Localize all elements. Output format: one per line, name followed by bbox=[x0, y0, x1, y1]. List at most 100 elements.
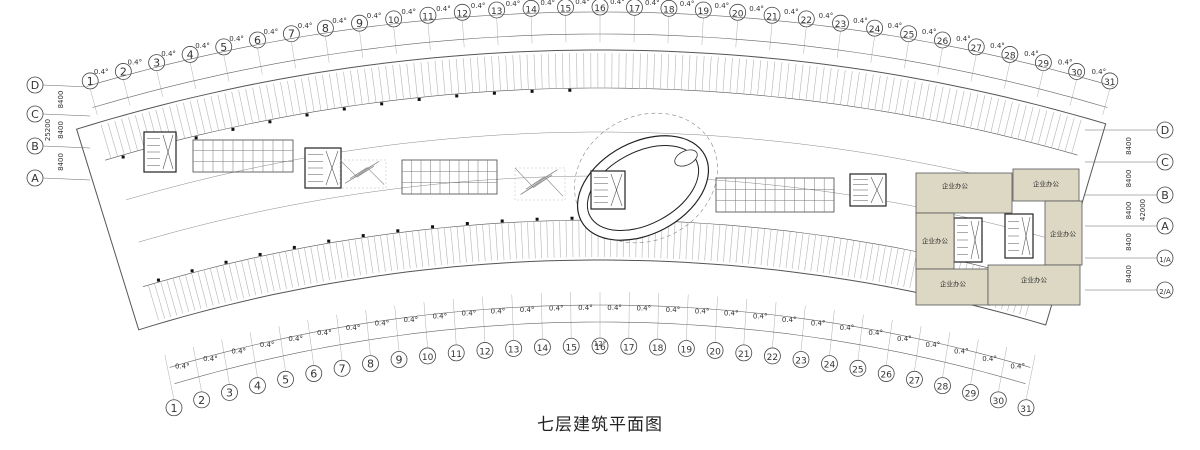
column bbox=[190, 269, 194, 273]
axis-line bbox=[42, 84, 91, 88]
column bbox=[500, 219, 504, 223]
stall-line bbox=[685, 222, 689, 260]
stall-line bbox=[673, 221, 676, 259]
void-line bbox=[520, 181, 540, 195]
stall-line bbox=[385, 66, 391, 101]
grid-marker-bottom: 2 bbox=[192, 346, 211, 409]
elevator-x bbox=[970, 220, 980, 260]
stall-line bbox=[812, 66, 818, 102]
stall-line bbox=[329, 73, 336, 109]
stall-line bbox=[431, 228, 436, 266]
grid-marker-bottom: 8 bbox=[362, 310, 379, 373]
grid-leader bbox=[714, 296, 718, 343]
grid-marker-bottom: 6 bbox=[305, 320, 323, 382]
stall-line bbox=[1044, 112, 1055, 147]
spacing-label-bottom: 0.4° bbox=[926, 341, 941, 349]
stall-line bbox=[546, 220, 549, 258]
grid-number: 25 bbox=[903, 31, 914, 41]
stall-line bbox=[228, 263, 238, 300]
stall-line bbox=[1017, 105, 1027, 140]
column bbox=[492, 91, 496, 95]
column bbox=[231, 127, 235, 131]
stall-line bbox=[191, 272, 202, 309]
grid-number: 2 bbox=[120, 65, 127, 78]
grid-marker-top: 19 bbox=[694, 1, 712, 45]
grid-leader bbox=[1102, 88, 1111, 115]
grid-leader bbox=[904, 41, 909, 69]
stall-line bbox=[245, 88, 253, 124]
left-dim-text: 8400 bbox=[57, 121, 65, 139]
grid-leader bbox=[735, 20, 738, 48]
stall-line bbox=[890, 247, 899, 285]
grid-leader bbox=[123, 79, 131, 106]
grid-marker-top: 24 bbox=[866, 19, 884, 63]
stall-line bbox=[386, 234, 392, 271]
grid-number: 8 bbox=[367, 358, 374, 371]
grid-marker-bottom: 20 bbox=[706, 296, 724, 359]
grid-leader bbox=[540, 293, 543, 340]
stair-core bbox=[590, 170, 626, 210]
grid-marker-bottom: 4 bbox=[249, 332, 266, 395]
stall-line bbox=[367, 236, 374, 274]
stall-line bbox=[922, 83, 930, 119]
stall-line bbox=[335, 241, 343, 279]
stall-line bbox=[238, 90, 247, 125]
grid-leader bbox=[914, 326, 922, 372]
stall-line bbox=[371, 67, 377, 103]
spacing-label-top: 0.4° bbox=[1058, 59, 1073, 67]
elevator-x bbox=[870, 176, 884, 204]
axis-line bbox=[42, 113, 91, 117]
stall-line bbox=[160, 281, 172, 318]
stall-line bbox=[554, 53, 557, 89]
grid-marker-bottom: 31 bbox=[1017, 355, 1036, 417]
spacing-label-bottom: 0.4° bbox=[607, 304, 622, 312]
grid-number: 6 bbox=[310, 368, 317, 381]
stall-line bbox=[294, 79, 301, 115]
grid-number: 11 bbox=[451, 350, 462, 360]
grid-marker-bottom: 16 bbox=[591, 292, 609, 355]
void-line bbox=[339, 159, 358, 178]
grid-leader bbox=[496, 17, 499, 45]
grid-number: 12 bbox=[479, 347, 490, 357]
axis-label: D bbox=[1161, 124, 1169, 137]
grid-marker-top: 17 bbox=[626, 0, 643, 43]
grid-leader bbox=[772, 302, 777, 348]
stall-line bbox=[888, 77, 895, 113]
spacing-label-top: 0.4° bbox=[195, 42, 210, 50]
grid-marker-bottom: 27 bbox=[906, 326, 923, 388]
stall-line bbox=[841, 239, 848, 276]
stall-line bbox=[512, 55, 515, 91]
right-dim-text: 8400 bbox=[1125, 233, 1133, 251]
grid-leader bbox=[394, 305, 400, 352]
stall-line bbox=[757, 60, 762, 96]
stall-line bbox=[540, 53, 543, 89]
stall-line bbox=[456, 226, 461, 264]
stall-line bbox=[760, 228, 766, 266]
stall-line bbox=[519, 54, 522, 90]
spacing-label-top: 0.4° bbox=[436, 5, 451, 13]
grid-number: 2 bbox=[198, 394, 205, 407]
stall-line bbox=[348, 239, 355, 277]
stall-line bbox=[533, 54, 536, 90]
spacing-label-top: 0.4° bbox=[645, 0, 660, 7]
stall-line bbox=[816, 235, 823, 273]
lane-line-1 bbox=[126, 131, 1057, 201]
grid-number: 14 bbox=[525, 5, 537, 15]
drawing-title: 七层建筑平面图 bbox=[537, 415, 663, 435]
grid-marker-bottom: 18 bbox=[649, 293, 666, 356]
grid-leader bbox=[393, 26, 397, 54]
stall-line bbox=[169, 106, 179, 141]
grid-marker-bottom: 17 bbox=[620, 292, 638, 355]
grid-number: 12 bbox=[457, 9, 468, 19]
grid-leader bbox=[423, 302, 428, 348]
grid-number: 9 bbox=[396, 354, 403, 367]
grid-leader bbox=[462, 20, 465, 48]
grid-number: 28 bbox=[1004, 51, 1016, 61]
spacing-label-bottom: 0.4° bbox=[491, 307, 506, 315]
spacing-label-bottom: 0.4° bbox=[1010, 363, 1025, 371]
stall-line bbox=[411, 231, 417, 268]
column bbox=[396, 229, 400, 233]
spacing-label-bottom: 0.4° bbox=[982, 355, 997, 363]
column bbox=[268, 120, 272, 124]
